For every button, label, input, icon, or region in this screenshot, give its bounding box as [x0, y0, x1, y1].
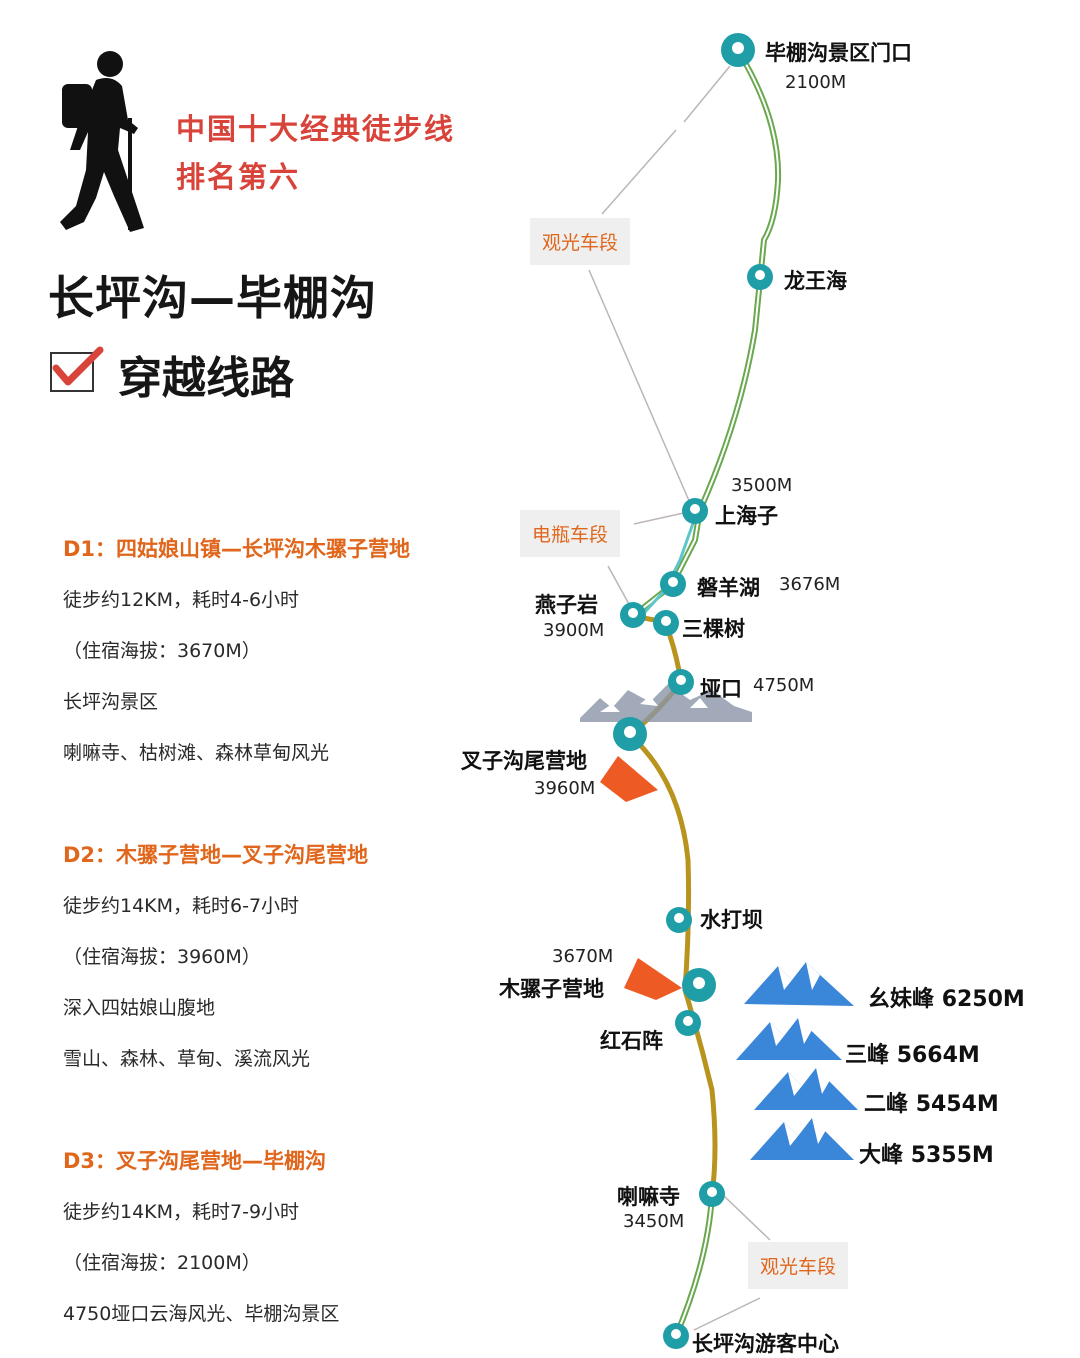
map-pin-icon[interactable]: [721, 33, 755, 67]
map-pin-icon[interactable]: [682, 498, 708, 524]
day2-line: （住宿海拔：3960M）: [63, 946, 261, 968]
route-green-top: [630, 49, 782, 619]
day2-line: 徒步约14KM，耗时6-7小时: [63, 895, 300, 917]
route-electric: [632, 511, 699, 618]
segment-label-electric: 电瓶车段: [520, 510, 621, 557]
day1-line: 喇嘛寺、枯树滩、森林草甸风光: [63, 742, 330, 764]
waypoint-elev: 4750M: [753, 675, 815, 696]
waypoint-label: 水打坝: [700, 908, 763, 932]
waypoint-elev: 3670M: [552, 946, 614, 967]
waypoint-elev: 3900M: [543, 620, 605, 641]
waypoint-elev: 3450M: [623, 1211, 685, 1232]
waypoint-label: 长坪沟游客中心: [692, 1332, 839, 1356]
subtitle-line1: 中国十大经典徒步线: [176, 112, 456, 146]
waypoint-label: 垭口: [700, 677, 742, 701]
page-title: 长坪沟—毕棚沟: [48, 271, 377, 325]
hiker-silhouette-icon: [60, 51, 144, 232]
waypoint-elev: 3676M: [779, 574, 841, 595]
day3-line: （住宿海拔：2100M）: [63, 1252, 261, 1274]
route-heading: 穿越线路: [118, 353, 294, 404]
map-pin-icon[interactable]: [663, 1323, 689, 1349]
map-pin-icon[interactable]: [747, 264, 773, 290]
waypoint-elev: 3960M: [534, 778, 596, 799]
waypoint-label: 叉子沟尾营地: [461, 749, 587, 773]
map-pin-icon[interactable]: [653, 610, 679, 636]
day3-title: D3：叉子沟尾营地—毕棚沟: [63, 1149, 327, 1173]
map-pin-icon[interactable]: [613, 717, 647, 751]
waypoint-label: 龙王海: [784, 269, 847, 293]
segment-label-sightseeing: 观光车段: [748, 1242, 849, 1289]
day2-line: 深入四姑娘山腹地: [63, 997, 216, 1019]
camp-tent-icon: [624, 958, 682, 1000]
waypoint-label: 毕棚沟景区门口: [765, 41, 912, 65]
segment-label-sightseeing: 观光车段: [530, 218, 631, 265]
peak-label: 三峰 5664M: [845, 1043, 980, 1068]
day2-line: 雪山、森林、草甸、溪流风光: [63, 1048, 311, 1070]
waypoint-label: 三棵树: [682, 617, 745, 641]
waypoint-label: 红石阵: [600, 1029, 663, 1053]
subtitle-line2: 排名第六: [176, 160, 301, 194]
day2-title: D2：木骡子营地—叉子沟尾营地: [63, 843, 369, 867]
peak-icon: [754, 1068, 858, 1110]
waypoint-label: 上海子: [715, 504, 778, 528]
waypoint-label: 木骡子营地: [499, 977, 604, 1001]
peak-icon: [744, 962, 854, 1006]
map-pin-icon[interactable]: [668, 669, 694, 695]
camp-tent-icon: [600, 756, 658, 802]
map-pin-icon[interactable]: [682, 968, 716, 1002]
map-pin-icon[interactable]: [675, 1010, 701, 1036]
peak-label: 大峰 5355M: [859, 1143, 994, 1168]
day3-line: 徒步约14KM，耗时7-9小时: [63, 1201, 300, 1223]
waypoint-label: 磐羊湖: [697, 576, 760, 600]
day1-line: （住宿海拔：3670M）: [63, 640, 261, 662]
day1-line: 长坪沟景区: [63, 691, 159, 713]
waypoint-label: 喇嘛寺: [617, 1185, 680, 1209]
peak-icon: [736, 1018, 842, 1060]
waypoint-elev: 3500M: [731, 475, 793, 496]
waypoint-elev: 2100M: [785, 72, 847, 93]
map-pin-icon[interactable]: [620, 602, 646, 628]
day3-line: 4750垭口云海风光、毕棚沟景区: [63, 1303, 340, 1325]
map-pin-icon[interactable]: [666, 907, 692, 933]
pass-mountain-icon: [580, 684, 752, 722]
map-pin-icon[interactable]: [660, 571, 686, 597]
peak-icon: [750, 1118, 854, 1160]
leader-lines: [588, 65, 771, 1331]
checkmark-icon: [52, 346, 104, 386]
day1-title: D1：四姑娘山镇—长坪沟木骡子营地: [63, 537, 411, 561]
peak-label: 幺妹峰 6250M: [868, 987, 1025, 1012]
map-pin-icon[interactable]: [699, 1181, 725, 1207]
peak-label: 二峰 5454M: [864, 1092, 999, 1117]
waypoint-label: 燕子岩: [535, 593, 598, 617]
day1-line: 徒步约12KM，耗时4-6小时: [63, 589, 300, 611]
